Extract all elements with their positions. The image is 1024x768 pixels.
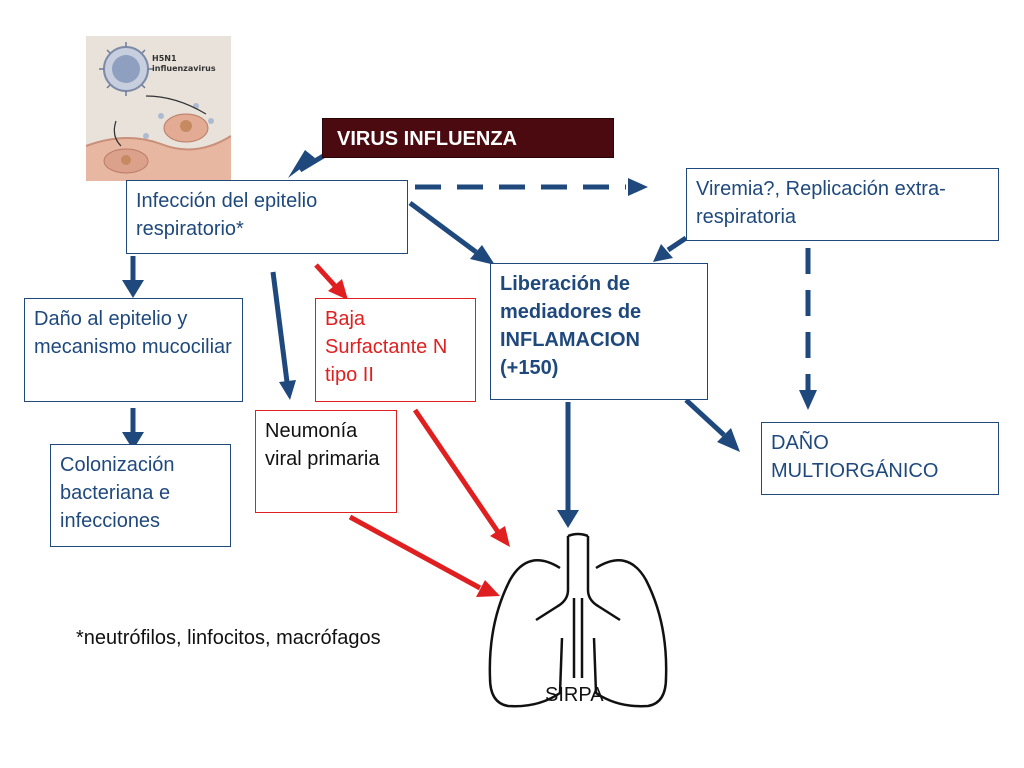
arrow-neumonia-to-sirpa bbox=[348, 514, 482, 591]
blue-arrowheads bbox=[122, 150, 740, 528]
virus-illustration: H5N1 influenzavirus bbox=[86, 36, 231, 181]
arrow-liberacion-to-multiorganico bbox=[684, 398, 726, 437]
infeccion-epitelio-box: Infección del epitelio respiratorio* bbox=[126, 180, 408, 254]
virus-label-strain: H5N1 bbox=[152, 54, 177, 63]
arrow-surfactante-to-sirpa bbox=[412, 408, 501, 534]
liberacion-mediadores-box: Liberación de mediadores de INFLAMACION … bbox=[490, 263, 708, 400]
arrow-title-to-infeccion bbox=[298, 152, 327, 173]
viremia-box: Viremia?, Replicación extra-respiratoria bbox=[686, 168, 999, 241]
sirpa-label: SIRPA bbox=[545, 684, 604, 706]
arrow-infeccion-to-surfactante bbox=[314, 263, 338, 289]
dano-epitelio-box: Daño al epitelio y mecanismo mucociliar bbox=[24, 298, 243, 402]
dano-multiorganico-box: DAÑO MULTIORGÁNICO bbox=[761, 422, 999, 495]
arrow-infeccion-to-neumonia bbox=[270, 271, 290, 383]
arrow-viremia-to-liberacion bbox=[666, 235, 688, 253]
colonizacion-box: Colonización bacteriana e infecciones bbox=[50, 444, 231, 547]
baja-surfactante-box: Baja Surfactante N tipo II bbox=[315, 298, 476, 402]
lungs-icon bbox=[488, 532, 668, 708]
neumonia-viral-box: Neumonía viral primaria bbox=[255, 410, 397, 513]
arrow-infeccion-to-liberacion bbox=[408, 200, 478, 255]
virus-influenza-title: VIRUS INFLUENZA bbox=[322, 118, 614, 158]
footnote: *neutrófilos, linfocitos, macrófagos bbox=[76, 627, 381, 649]
virus-label-name: influenzavirus bbox=[152, 64, 216, 73]
